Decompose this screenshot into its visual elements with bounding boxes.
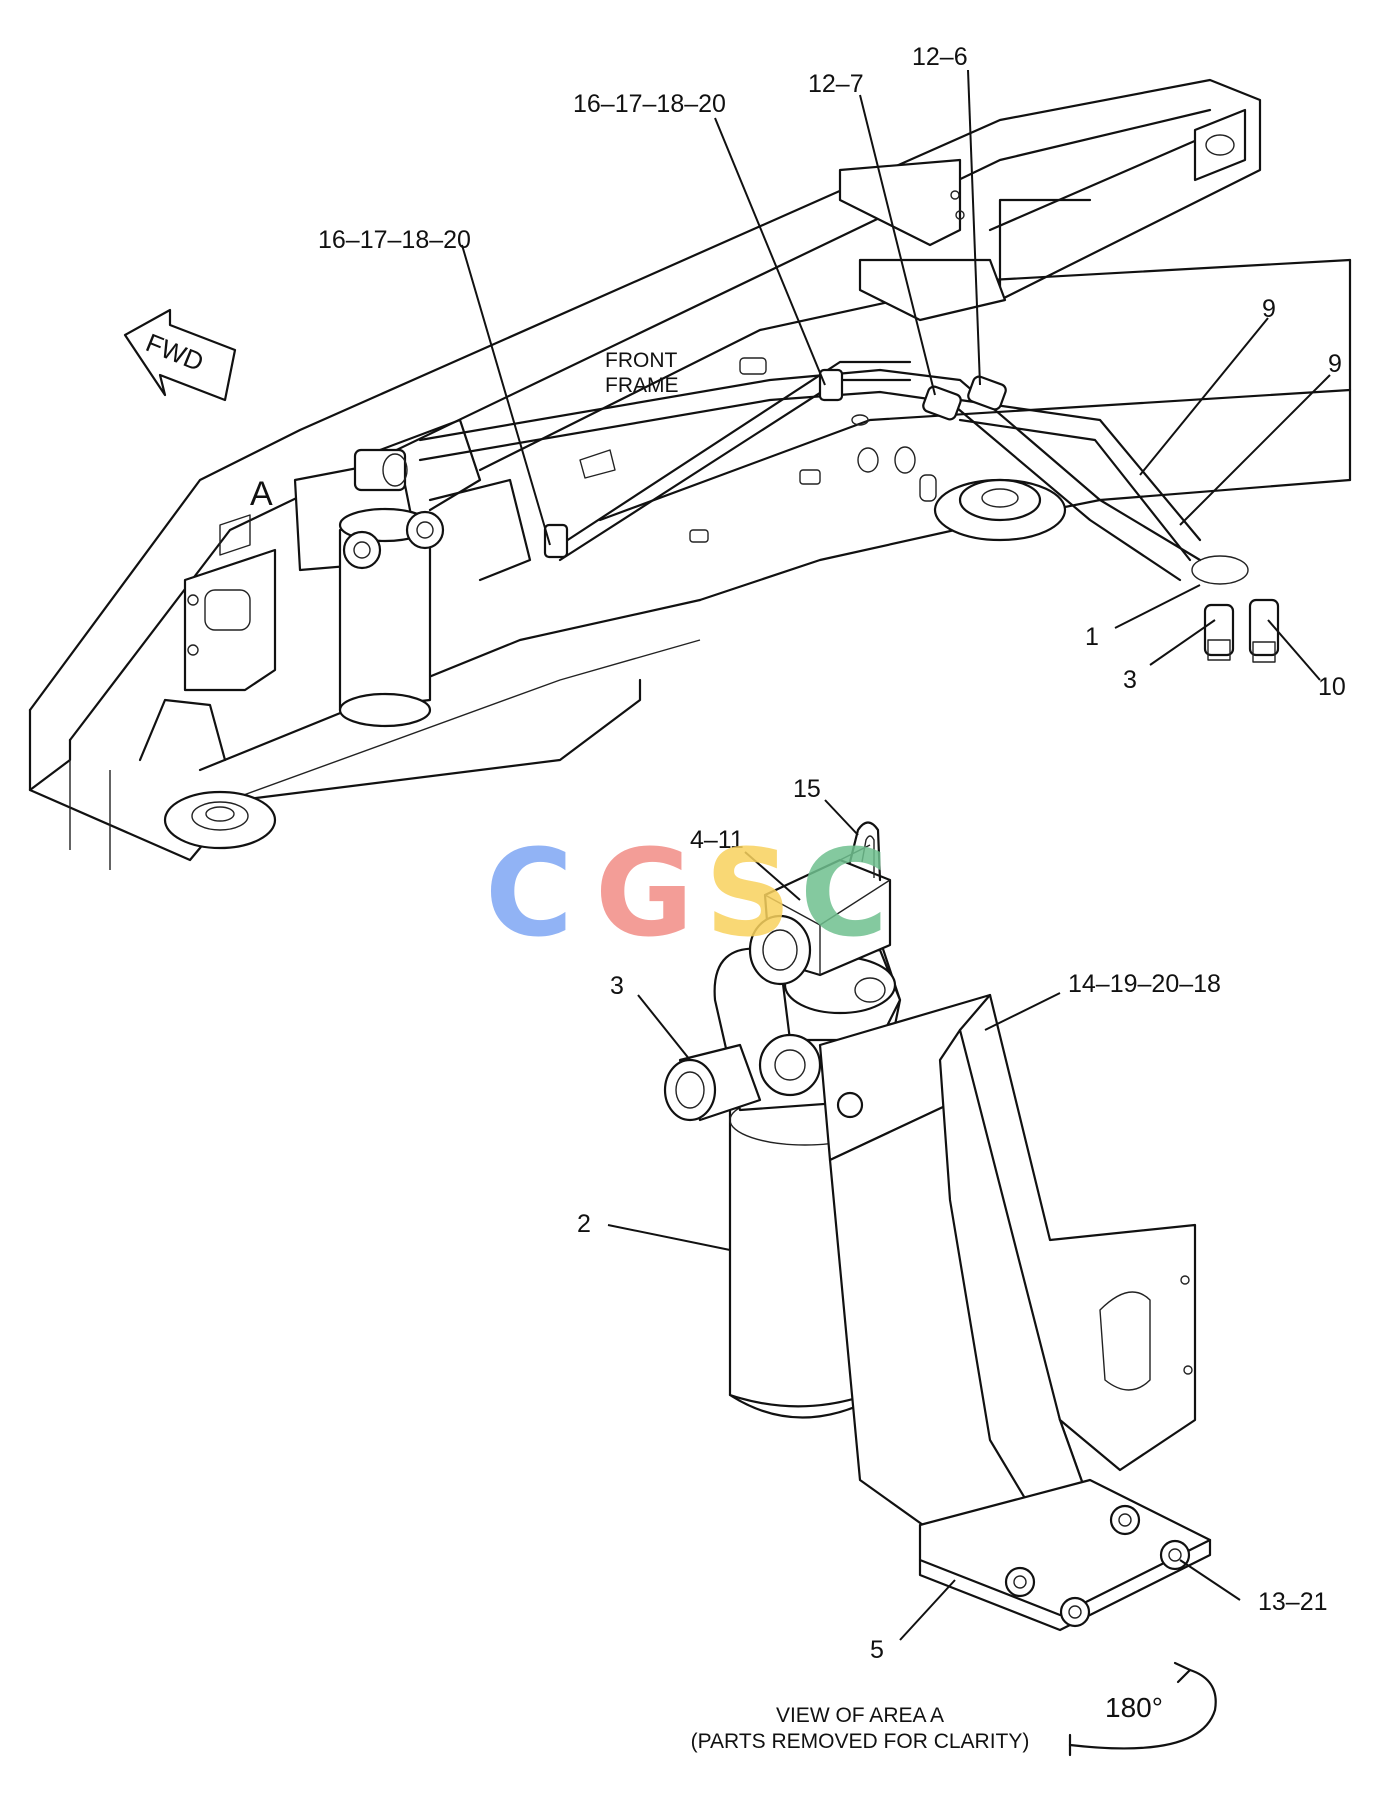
watermark: C G S C xyxy=(485,825,888,964)
frame-label-line1: FRONT xyxy=(605,349,677,372)
callout-3-top: 3 xyxy=(1123,666,1137,694)
watermark-letter-1: C xyxy=(485,825,573,964)
watermark-letter-2: G xyxy=(595,825,694,964)
callout-3-detail: 3 xyxy=(610,972,624,1000)
area-marker: A xyxy=(250,475,273,513)
view-caption-line2: (PARTS REMOVED FOR CLARITY) xyxy=(691,1730,1030,1753)
callout-2: 2 xyxy=(577,1210,591,1238)
callout-16-17-18-20-top: 16–17–18–20 xyxy=(573,90,726,118)
rotation-label: 180° xyxy=(1105,1692,1163,1723)
watermark-letter-3: S xyxy=(705,825,791,964)
callout-14-19-20-18: 14–19–20–18 xyxy=(1068,970,1221,998)
callout-12-7: 12–7 xyxy=(808,70,864,98)
detail-view-area-a xyxy=(663,821,1212,1632)
view-caption-line1: VIEW OF AREA A xyxy=(776,1704,944,1727)
frame-label-line2: FRAME xyxy=(605,374,679,397)
callout-1: 1 xyxy=(1085,623,1099,651)
callout-12-6: 12–6 xyxy=(912,43,968,71)
callout-16-17-18-20-left: 16–17–18–20 xyxy=(318,226,471,254)
watermark-letter-4: C xyxy=(800,825,888,964)
fwd-arrow: FWD xyxy=(123,308,237,402)
callout-13-21: 13–21 xyxy=(1258,1588,1328,1616)
front-frame-drawing xyxy=(28,78,1352,870)
rotation-arrow-icon xyxy=(1068,1661,1217,1757)
callout-9-b: 9 xyxy=(1328,350,1342,378)
callout-4-11: 4–11 xyxy=(690,826,744,854)
callout-9-a: 9 xyxy=(1262,295,1276,323)
leader-lines xyxy=(461,69,1331,1641)
labels: A FRONT FRAME 16–17–18–20 16–17–18–20 12… xyxy=(250,43,1346,1753)
callout-10: 10 xyxy=(1318,673,1346,701)
callout-5: 5 xyxy=(870,1636,884,1664)
callout-15: 15 xyxy=(793,775,821,803)
